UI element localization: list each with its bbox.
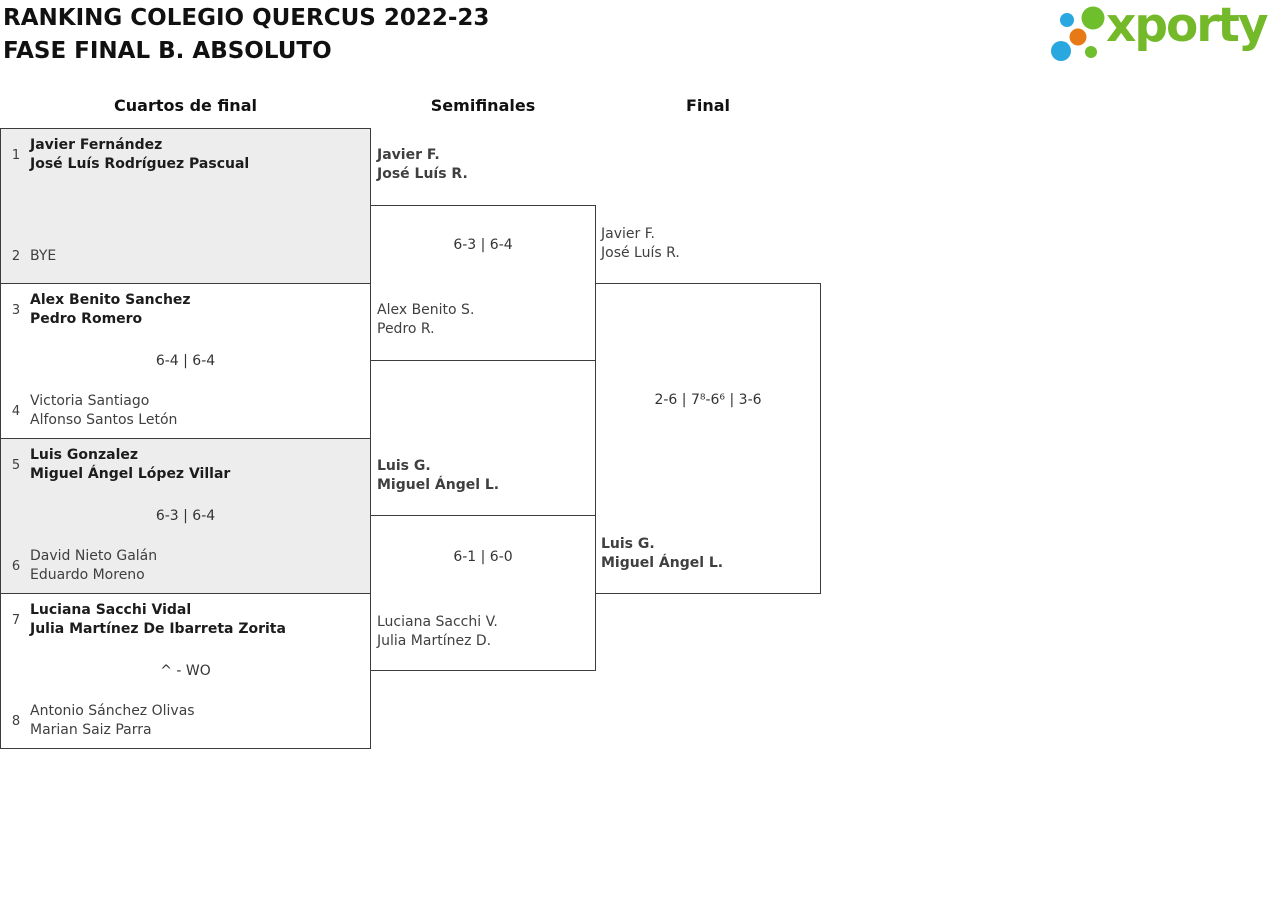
team-name-line: Julia Martínez D. bbox=[377, 633, 492, 649]
title-line-2: FASE FINAL B. ABSOLUTO bbox=[3, 38, 332, 64]
round-header-final: Final bbox=[685, 96, 731, 115]
team-name-line: Antonio Sánchez Olivas bbox=[30, 703, 195, 719]
seed-number: 8 bbox=[11, 713, 21, 729]
team-name-line: Julia Martínez De Ibarreta Zorita bbox=[30, 621, 286, 637]
sf2-bottom-team-label: Luciana Sacchi V. Julia Martínez D. bbox=[377, 613, 498, 651]
seed-number: 2 bbox=[11, 249, 21, 264]
final-bottom-team-label: Luis G. Miguel Ángel L. bbox=[601, 535, 723, 573]
team-row: 6 David Nieto Galán Eduardo Moreno bbox=[9, 547, 157, 585]
sf1-score: 6-3 | 6-4 bbox=[453, 237, 513, 253]
team-name-line: Pedro Romero bbox=[30, 311, 143, 327]
team-name-line: David Nieto Galán bbox=[30, 548, 158, 564]
match-score: ^ - WO bbox=[160, 663, 211, 679]
seed-number: 5 bbox=[11, 457, 21, 473]
sf2-score: 6-1 | 6-0 bbox=[453, 549, 513, 565]
team-name-line: Miguel Ángel L. bbox=[601, 555, 724, 571]
team-names: Victoria Santiago Alfonso Santos Letón bbox=[30, 392, 177, 430]
seed-number: 1 bbox=[11, 147, 21, 163]
match-score: 6-3 | 6-4 bbox=[155, 508, 216, 524]
final-score: 2-6 | 7⁸-6⁶ | 3-6 bbox=[654, 392, 762, 408]
team-row: 4 Victoria Santiago Alfonso Santos Letón bbox=[9, 392, 178, 430]
team-name-line: Luis G. bbox=[601, 536, 655, 552]
match-box-qf2: 3 Alex Benito Sanchez Pedro Romero 6-4 |… bbox=[0, 283, 371, 439]
team-name-line: Marian Saiz Parra bbox=[30, 722, 152, 738]
match-score: 6-4 | 6-4 bbox=[155, 353, 216, 369]
team-names: Alex Benito Sanchez Pedro Romero bbox=[30, 291, 191, 329]
team-names: Antonio Sánchez Olivas Marian Saiz Parra bbox=[30, 702, 195, 740]
team-name-line: Eduardo Moreno bbox=[30, 567, 145, 583]
xporty-logo: xporty bbox=[1048, 0, 1278, 70]
final-top-team-label: Javier F. José Luís R. bbox=[601, 225, 680, 263]
team-name-line: Javier Fernández bbox=[30, 137, 163, 153]
team-row: 3 Alex Benito Sanchez Pedro Romero bbox=[9, 291, 191, 329]
match-box-qf4: 7 Luciana Sacchi Vidal Julia Martínez De… bbox=[0, 593, 371, 749]
seed-number: 4 bbox=[11, 403, 21, 419]
team-row: 7 Luciana Sacchi Vidal Julia Martínez De… bbox=[9, 601, 286, 639]
team-name-line: José Luís Rodríguez Pascual bbox=[30, 156, 250, 172]
team-name-line: Alex Benito Sanchez bbox=[30, 292, 191, 308]
team-name-line: Luciana Sacchi Vidal bbox=[30, 602, 192, 618]
title-line-1: RANKING COLEGIO QUERCUS 2022-23 bbox=[3, 5, 490, 31]
logo-dots-icon bbox=[1051, 6, 1105, 61]
team-name-line: José Luís R. bbox=[377, 166, 468, 182]
team-name-line: BYE bbox=[30, 248, 57, 264]
team-name-line: Luciana Sacchi V. bbox=[377, 614, 498, 630]
logo-wordmark: xporty bbox=[1106, 0, 1269, 53]
seed-number: 7 bbox=[11, 612, 21, 628]
team-names: Javier Fernández José Luís Rodríguez Pas… bbox=[30, 136, 249, 174]
team-names: Luis Gonzalez Miguel Ángel López Villar bbox=[30, 446, 230, 484]
sf1-top-team-label: Javier F. José Luís R. bbox=[377, 146, 468, 184]
team-name-line: Javier F. bbox=[601, 226, 655, 242]
team-name-line: Miguel Ángel López Villar bbox=[30, 466, 231, 482]
team-name-line: José Luís R. bbox=[601, 245, 680, 261]
team-row: 1 Javier Fernández José Luís Rodríguez P… bbox=[9, 136, 249, 174]
seed-number: 3 bbox=[11, 302, 21, 318]
team-name-line: Javier F. bbox=[377, 147, 440, 163]
match-box-final bbox=[595, 283, 821, 594]
team-name-line: Miguel Ángel L. bbox=[377, 477, 500, 493]
match-box-qf3: 5 Luis Gonzalez Miguel Ángel López Villa… bbox=[0, 438, 371, 594]
sf2-top-team-label: Luis G. Miguel Ángel L. bbox=[377, 457, 499, 495]
page-title: RANKING COLEGIO QUERCUS 2022-23 FASE FIN… bbox=[3, 2, 489, 68]
team-name-line: Alfonso Santos Letón bbox=[30, 412, 178, 428]
team-names: BYE bbox=[30, 238, 56, 275]
round-header-quarterfinals: Cuartos de final bbox=[114, 96, 257, 115]
team-name-line: Luis G. bbox=[377, 458, 431, 474]
team-name-line: Victoria Santiago bbox=[30, 393, 150, 409]
team-names: Luciana Sacchi Vidal Julia Martínez De I… bbox=[30, 601, 286, 639]
team-name-line: Alex Benito S. bbox=[377, 302, 475, 318]
match-box-qf1: 1 Javier Fernández José Luís Rodríguez P… bbox=[0, 128, 371, 284]
team-names: David Nieto Galán Eduardo Moreno bbox=[30, 547, 157, 585]
team-row: 8 Antonio Sánchez Olivas Marian Saiz Par… bbox=[9, 702, 195, 740]
team-name-line: Luis Gonzalez bbox=[30, 447, 139, 463]
sf1-bottom-team-label: Alex Benito S. Pedro R. bbox=[377, 301, 474, 339]
team-row: 5 Luis Gonzalez Miguel Ángel López Villa… bbox=[9, 446, 230, 484]
round-header-semifinals: Semifinales bbox=[430, 96, 536, 115]
team-row: 2 BYE bbox=[9, 238, 56, 275]
seed-number: 6 bbox=[11, 558, 21, 574]
team-name-line: Pedro R. bbox=[377, 321, 435, 337]
